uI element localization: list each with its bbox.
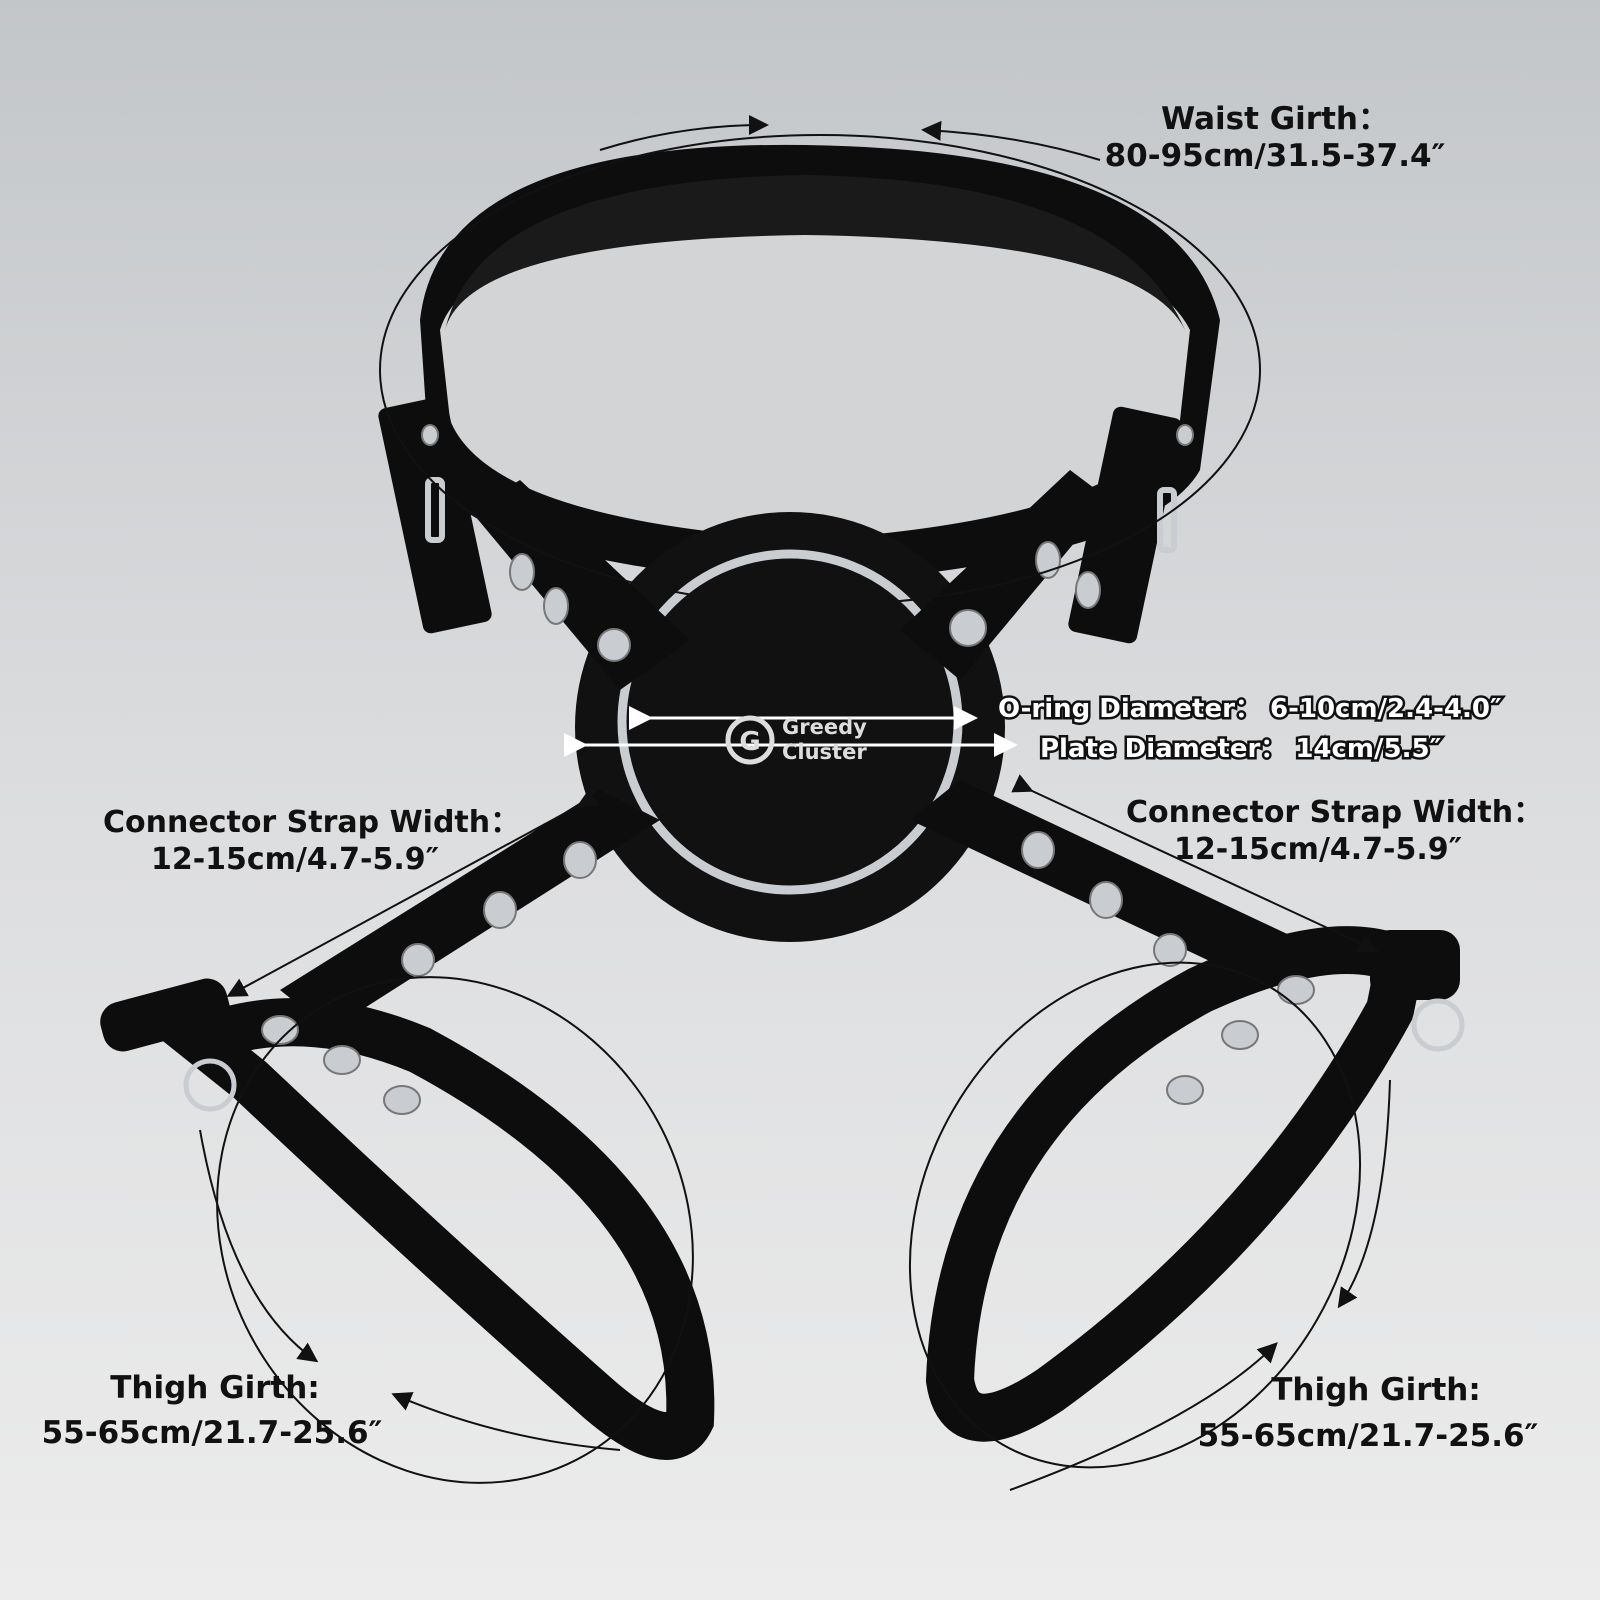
plate-diameter-label: Plate Diameter： 14cm/5.5″ [1037, 732, 1443, 767]
measurement-arrows [199, 115, 1391, 1491]
logo-letter: G [739, 727, 760, 757]
thigh-left-value: 55-65cm/21.7-25.6″ [41, 1415, 383, 1451]
thigh-straps [152, 926, 1428, 1460]
thigh-right-title: Thigh Girth: [1271, 1372, 1481, 1408]
waist-belt [378, 144, 1220, 644]
connector-left-value: 12-15cm/4.7-5.9″ [150, 842, 440, 877]
brand-logo: G Greedy Cluster [725, 715, 867, 765]
waist-girth-value: 80-95cm/31.5-37.4″ [1104, 138, 1446, 174]
thigh-left-title: Thigh Girth: [110, 1370, 320, 1406]
waist-girth-title: Waist Girth： [1161, 101, 1389, 137]
diameter-arrows [564, 706, 1018, 757]
logo-line2: Cluster [782, 740, 867, 764]
thigh-right-value: 55-65cm/21.7-25.6″ [1197, 1418, 1539, 1454]
logo-line1: Greedy [782, 715, 867, 739]
oring-diameter-label: O-ring Diameter： 6-10cm/2.4-4.0″ [996, 692, 1505, 727]
connector-left-title: Connector Strap Width： [103, 805, 521, 840]
connector-right-title: Connector Strap Width： [1126, 795, 1544, 830]
connector-right-value: 12-15cm/4.7-5.9″ [1173, 832, 1463, 867]
